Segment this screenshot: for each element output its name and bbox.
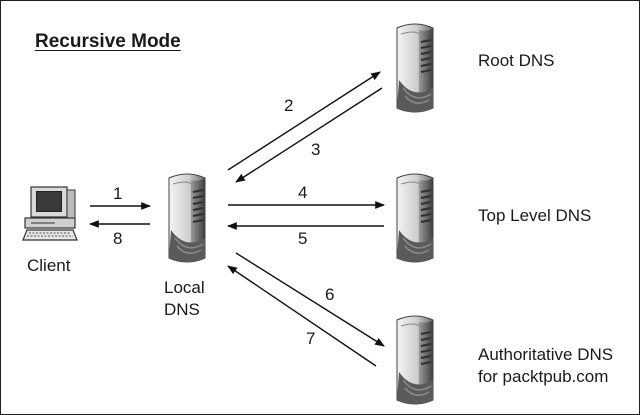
server-tower-icon bbox=[396, 173, 434, 263]
auth-dns-label-line2: for packtpub.com bbox=[478, 367, 609, 386]
local-dns-label-line1: Local bbox=[164, 278, 205, 297]
arrow-6 bbox=[235, 252, 385, 347]
step-1-label: 1 bbox=[113, 184, 123, 203]
local-dns-label-line2: DNS bbox=[164, 300, 200, 319]
step-2-label: 2 bbox=[284, 96, 294, 115]
arrow-7 bbox=[227, 265, 377, 367]
step-6-label: 6 bbox=[325, 285, 335, 304]
arrow-2 bbox=[227, 71, 381, 171]
tld-dns-label: Top Level DNS bbox=[478, 206, 592, 225]
root-dns-label: Root DNS bbox=[478, 51, 555, 70]
step-3-label: 3 bbox=[311, 140, 321, 159]
diagram-title: Recursive Mode bbox=[35, 31, 181, 52]
server-tower-icon bbox=[396, 315, 434, 405]
step-7-label: 7 bbox=[306, 329, 316, 348]
auth-dns-label-line1: Authoritative DNS bbox=[478, 345, 614, 364]
arrow-3 bbox=[235, 87, 383, 183]
computer-icon bbox=[22, 186, 78, 241]
server-tower-icon bbox=[396, 23, 434, 113]
step-4-label: 4 bbox=[298, 183, 308, 202]
step-8-label: 8 bbox=[113, 229, 123, 248]
client-label: Client bbox=[27, 256, 71, 275]
step-5-label: 5 bbox=[298, 229, 308, 248]
server-tower-icon bbox=[168, 173, 206, 263]
